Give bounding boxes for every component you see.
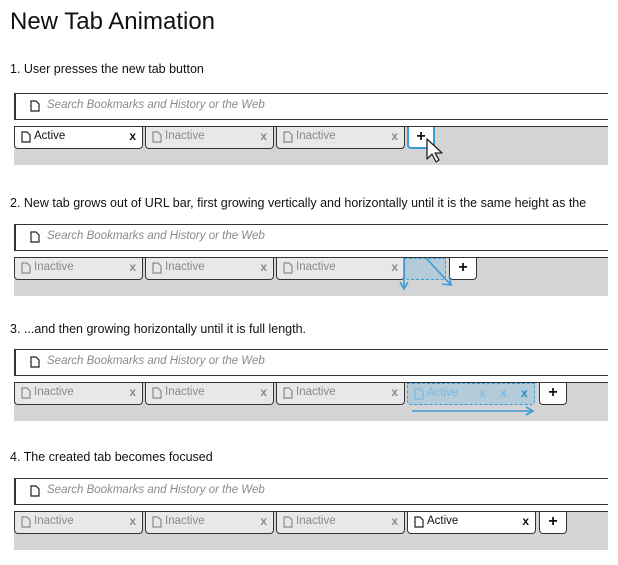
url-placeholder: Search Bookmarks and History or the Web	[47, 484, 265, 496]
tab-close-button[interactable]: x	[129, 260, 136, 274]
page-icon	[30, 100, 40, 112]
url-bar[interactable]: Search Bookmarks and History or the Web	[14, 93, 608, 120]
tab-strip: Active x Inactive x Inactive x +	[14, 126, 608, 165]
url-bar[interactable]: Search Bookmarks and History or the Web	[14, 478, 608, 505]
tab-strip: Inactive x Inactive x Inactive x Active …	[14, 511, 608, 550]
tab-close-button[interactable]: x	[391, 514, 398, 528]
tab-close-button[interactable]: x	[129, 129, 136, 143]
page-icon	[30, 356, 40, 368]
tab-close-button[interactable]: x	[129, 514, 136, 528]
step-1-browser-mockup: Search Bookmarks and History or the Web …	[14, 87, 608, 165]
tab-close-button[interactable]: x	[260, 385, 267, 399]
page-icon	[283, 387, 293, 399]
tab-strip: Inactive x Inactive x Inactive x +	[14, 257, 608, 296]
tab-active[interactable]: Active x	[407, 512, 536, 534]
tab-close-button[interactable]: x	[129, 385, 136, 399]
tab-label: Inactive	[165, 386, 205, 398]
tab-inactive[interactable]: Inactive x	[14, 258, 143, 280]
tab-close-button[interactable]: x	[260, 514, 267, 528]
growing-tab-preview: Active x x x	[407, 383, 535, 405]
url-placeholder: Search Bookmarks and History or the Web	[47, 99, 265, 111]
tab-inactive[interactable]: Inactive x	[276, 258, 405, 280]
page-icon	[152, 131, 162, 143]
page-title: New Tab Animation	[10, 8, 216, 35]
tab-label: Inactive	[34, 261, 74, 273]
tab-inactive[interactable]: Inactive x	[145, 512, 274, 534]
close-icon: x	[521, 386, 528, 400]
close-icon: x	[500, 386, 507, 400]
page-icon	[30, 231, 40, 243]
tab-inactive[interactable]: Inactive x	[14, 383, 143, 405]
step-2-browser-mockup: Search Bookmarks and History or the Web …	[14, 218, 608, 296]
page-icon	[152, 387, 162, 399]
tab-active[interactable]: Active x	[14, 127, 143, 149]
url-placeholder: Search Bookmarks and History or the Web	[47, 355, 265, 367]
new-tab-button[interactable]: +	[539, 383, 567, 405]
page-icon	[283, 516, 293, 528]
tab-close-button[interactable]: x	[391, 260, 398, 274]
tab-inactive[interactable]: Inactive x	[145, 383, 274, 405]
new-tab-button[interactable]: +	[539, 512, 567, 534]
page-icon	[21, 262, 31, 274]
step-3-browser-mockup: Search Bookmarks and History or the Web …	[14, 343, 608, 421]
tab-inactive[interactable]: Inactive x	[276, 127, 405, 149]
tab-close-button[interactable]: x	[260, 129, 267, 143]
tab-inactive[interactable]: Inactive x	[276, 383, 405, 405]
arrow-icon	[399, 257, 453, 291]
tab-label: Active	[427, 515, 459, 527]
url-bar[interactable]: Search Bookmarks and History or the Web	[14, 224, 608, 251]
step-4-browser-mockup: Search Bookmarks and History or the Web …	[14, 472, 608, 550]
tab-close-button[interactable]: x	[391, 129, 398, 143]
tab-close-button[interactable]: x	[522, 514, 529, 528]
close-icon: x	[479, 386, 486, 400]
page-icon	[21, 131, 31, 143]
page-icon	[152, 516, 162, 528]
new-tab-button[interactable]: +	[449, 258, 477, 280]
tab-inactive[interactable]: Inactive x	[145, 127, 274, 149]
step-2-caption: 2. New tab grows out of URL bar, first g…	[10, 196, 587, 210]
page-icon	[21, 516, 31, 528]
tab-label: Inactive	[296, 261, 336, 273]
step-1-caption: 1. User presses the new tab button	[10, 62, 204, 76]
tab-label: Inactive	[296, 386, 336, 398]
tab-label: Inactive	[296, 130, 336, 142]
url-placeholder: Search Bookmarks and History or the Web	[47, 230, 265, 242]
tab-label: Inactive	[165, 515, 205, 527]
tab-inactive[interactable]: Inactive x	[14, 512, 143, 534]
step-3-caption: 3. ...and then growing horizontally unti…	[10, 322, 307, 336]
tab-label: Active	[34, 130, 66, 142]
page-icon	[414, 388, 424, 400]
page-icon	[283, 131, 293, 143]
growing-tab-label: Active	[427, 387, 459, 399]
tab-label: Inactive	[296, 515, 336, 527]
cursor-arrow-icon	[426, 138, 443, 163]
tab-label: Inactive	[34, 515, 74, 527]
arrow-icon	[412, 406, 535, 416]
tab-label: Inactive	[34, 386, 74, 398]
tab-close-button[interactable]: x	[391, 385, 398, 399]
tab-inactive[interactable]: Inactive x	[276, 512, 405, 534]
page-icon	[21, 387, 31, 399]
step-4-caption: 4. The created tab becomes focused	[10, 450, 213, 464]
tab-label: Inactive	[165, 261, 205, 273]
tab-strip: Inactive x Inactive x Inactive x Active …	[14, 382, 608, 421]
page-icon	[283, 262, 293, 274]
page-icon	[414, 516, 424, 528]
page-icon	[30, 485, 40, 497]
tab-inactive[interactable]: Inactive x	[145, 258, 274, 280]
url-bar[interactable]: Search Bookmarks and History or the Web	[14, 349, 608, 376]
tab-close-button[interactable]: x	[260, 260, 267, 274]
page-icon	[152, 262, 162, 274]
tab-label: Inactive	[165, 130, 205, 142]
